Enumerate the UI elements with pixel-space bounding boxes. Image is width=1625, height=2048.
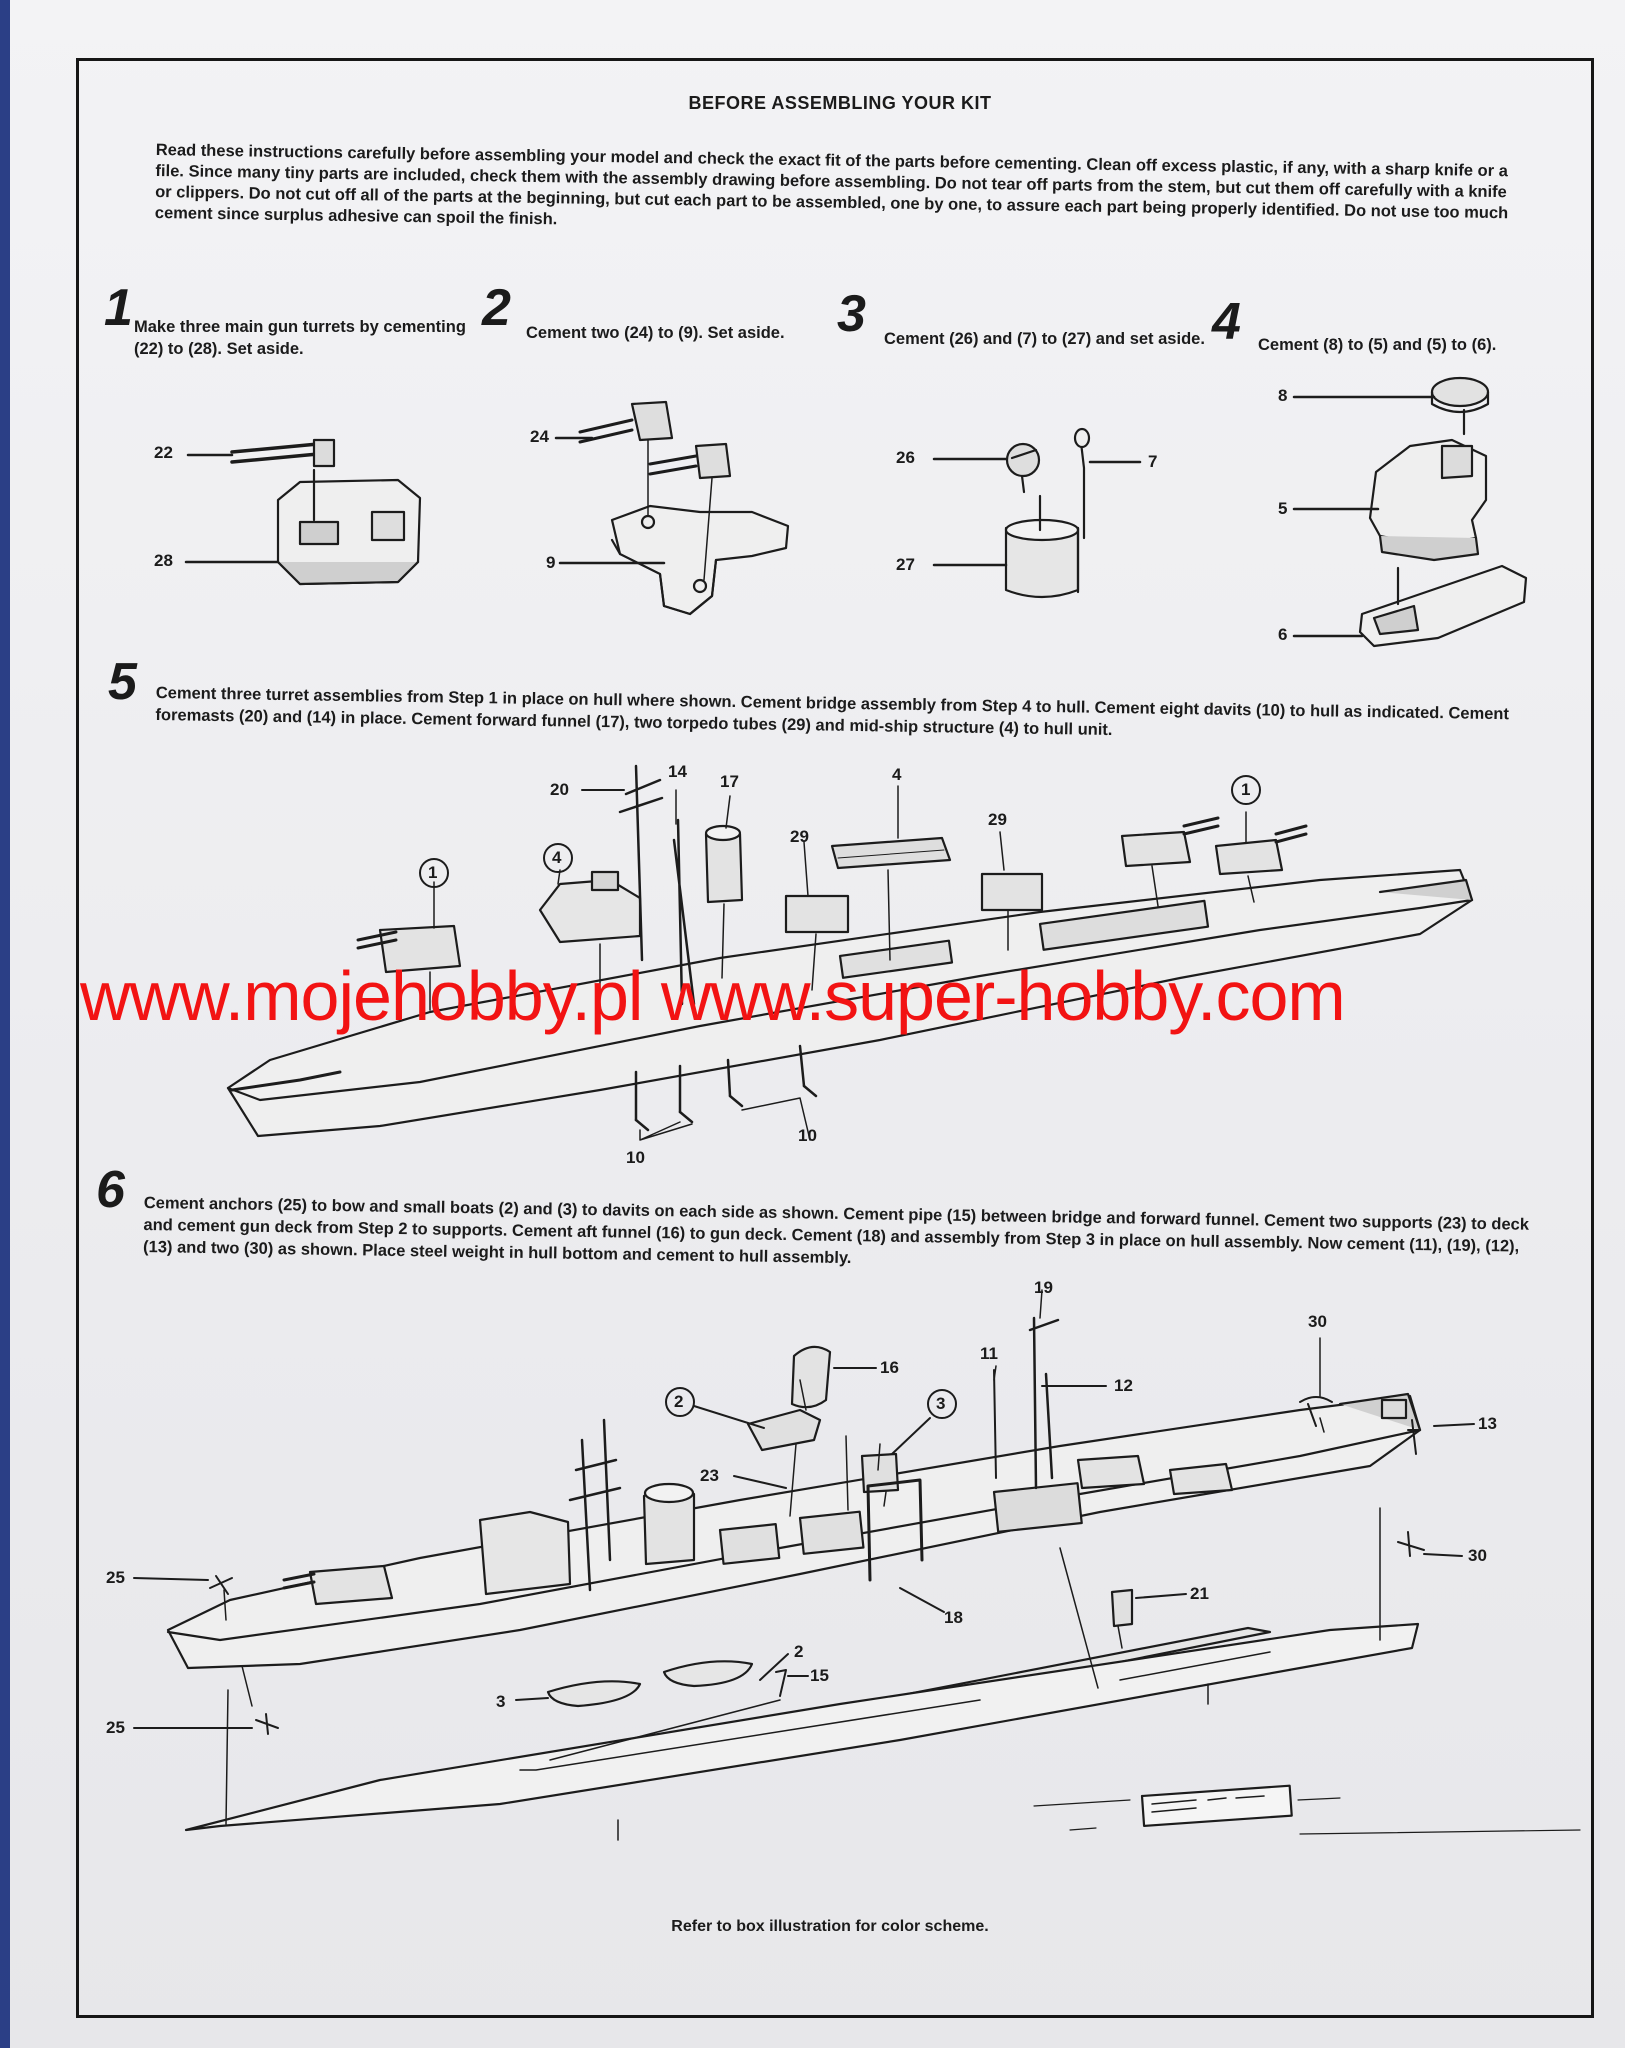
callout-step-6-circled-2: 2	[674, 1392, 684, 1411]
callout-step-5-4: 4	[892, 765, 902, 784]
callout-step-3-part-3: 27	[896, 555, 915, 574]
callout-step-5-29a: 29	[790, 827, 809, 846]
page-border	[76, 58, 1594, 2018]
color-scheme-note: Refer to box illustration for color sche…	[671, 1918, 989, 1935]
step-4-text: Cement (8) to (5) and (5) to (6).	[1258, 336, 1497, 354]
callout-step-5-29b: 29	[988, 810, 1007, 829]
sheet-edge-blue	[0, 0, 10, 2048]
page-title: BEFORE ASSEMBLING YOUR KIT	[688, 93, 992, 113]
callout-step-6-18: 18	[944, 1608, 963, 1627]
callout-step-5-circled-1b: 1	[1241, 780, 1251, 799]
callout-step-6-30a: 30	[1308, 1312, 1327, 1331]
callout-step-5-circled-1a: 1	[428, 863, 438, 882]
callout-step-6-30b: 30	[1468, 1546, 1487, 1565]
step-4-bridge-drawing	[1292, 376, 1528, 648]
callout-step-5-20: 20	[550, 780, 569, 799]
callout-step-1-part-1: 22	[154, 443, 173, 462]
callout-step-2-part-1: 24	[530, 427, 549, 446]
callout-step-4-part-2: 5	[1278, 499, 1288, 518]
callout-step-6-25a: 25	[106, 1568, 125, 1587]
step-2-number: 2	[482, 279, 511, 337]
callout-step-6-15: 15	[810, 1666, 829, 1685]
step-2-text: Cement two (24) to (9). Set aside.	[526, 324, 785, 342]
watermark-urls: www.mojehobby.pl www.super-hobby.com	[80, 957, 1346, 1035]
callout-step-3-part-1: 26	[896, 448, 915, 467]
callout-step-6-21: 21	[1190, 1584, 1209, 1603]
step-5-hull-drawing	[226, 764, 1474, 1141]
step-1-turret-drawing	[184, 438, 422, 586]
callout-step-6-23: 23	[700, 1466, 719, 1485]
callout-step-6-2: 2	[794, 1642, 804, 1661]
callout-step-2-part-2: 9	[546, 553, 556, 572]
step-1-number: 1	[104, 279, 133, 337]
callout-step-5-circled-4: 4	[552, 848, 562, 867]
callout-step-3-part-2: 7	[1148, 452, 1158, 471]
callout-step-4-part-3: 6	[1278, 625, 1288, 644]
callout-step-5-10a: 10	[626, 1148, 645, 1167]
step-4-number: 4	[1212, 293, 1241, 351]
callout-step-6-circled-3: 3	[936, 1394, 946, 1413]
callout-step-5-14: 14	[668, 762, 687, 781]
callout-step-6-13: 13	[1478, 1414, 1497, 1433]
step-6-number: 6	[96, 1161, 125, 1219]
step-3-assembly-drawing	[932, 427, 1142, 599]
callout-step-6-3: 3	[496, 1692, 506, 1711]
callout-step-6-12: 12	[1114, 1376, 1133, 1395]
callout-step-6-11: 11	[980, 1344, 998, 1363]
step-6-final-drawing	[133, 1289, 1581, 1841]
step-3-text: Cement (26) and (7) to (27) and set asid…	[884, 330, 1205, 348]
step-5-number: 5	[108, 653, 137, 711]
step-1-text: Make three main gun turrets by cementing…	[134, 318, 466, 358]
callout-step-6-25b: 25	[106, 1718, 125, 1737]
callout-step-4-part-1: 8	[1278, 386, 1288, 405]
callout-step-1-part-2: 28	[154, 551, 173, 570]
step-3-number: 3	[837, 285, 866, 343]
callout-step-5-17: 17	[720, 772, 739, 791]
callout-step-6-16: 16	[880, 1358, 899, 1377]
step-2-gundeck-drawing	[554, 400, 790, 616]
callout-step-5-10b: 10	[798, 1126, 817, 1145]
callout-step-6-19: 19	[1034, 1278, 1053, 1297]
